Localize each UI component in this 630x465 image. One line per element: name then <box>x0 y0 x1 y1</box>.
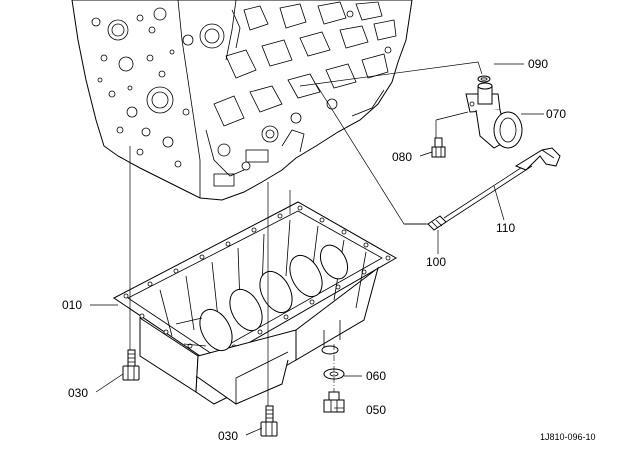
drain-plug-050 <box>323 391 345 413</box>
dipstick-110 <box>443 147 561 223</box>
dipstick-guide-070 <box>465 82 523 149</box>
bolt-030-bottom <box>260 405 278 437</box>
callout-leaders <box>90 63 544 436</box>
callout-050: 050 <box>366 403 386 417</box>
callout-080: 080 <box>392 150 412 164</box>
callout-030-bottom: 030 <box>218 429 238 443</box>
callout-110: 110 <box>496 221 515 235</box>
callout-labels: 010 030 030 050 060 070 080 090 100 110 … <box>62 57 596 443</box>
callout-010: 010 <box>62 298 82 312</box>
callout-030-left: 030 <box>68 386 88 400</box>
oil-pan <box>113 201 398 405</box>
bolt-080 <box>431 137 446 158</box>
drawing-code: 1J810-096-10 <box>540 432 596 442</box>
block-left-face-holes <box>91 7 194 168</box>
bolt-030-left <box>122 349 140 381</box>
block-right-face-details <box>199 1 397 187</box>
engine-block <box>71 0 413 201</box>
dipstick-tip-100 <box>427 215 447 231</box>
callout-100: 100 <box>426 255 446 269</box>
callout-090: 090 <box>528 57 548 71</box>
o-ring-090 <box>477 75 491 83</box>
callout-070: 070 <box>546 107 566 121</box>
callout-060: 060 <box>366 369 386 383</box>
assembly-guide-lines <box>129 61 483 406</box>
